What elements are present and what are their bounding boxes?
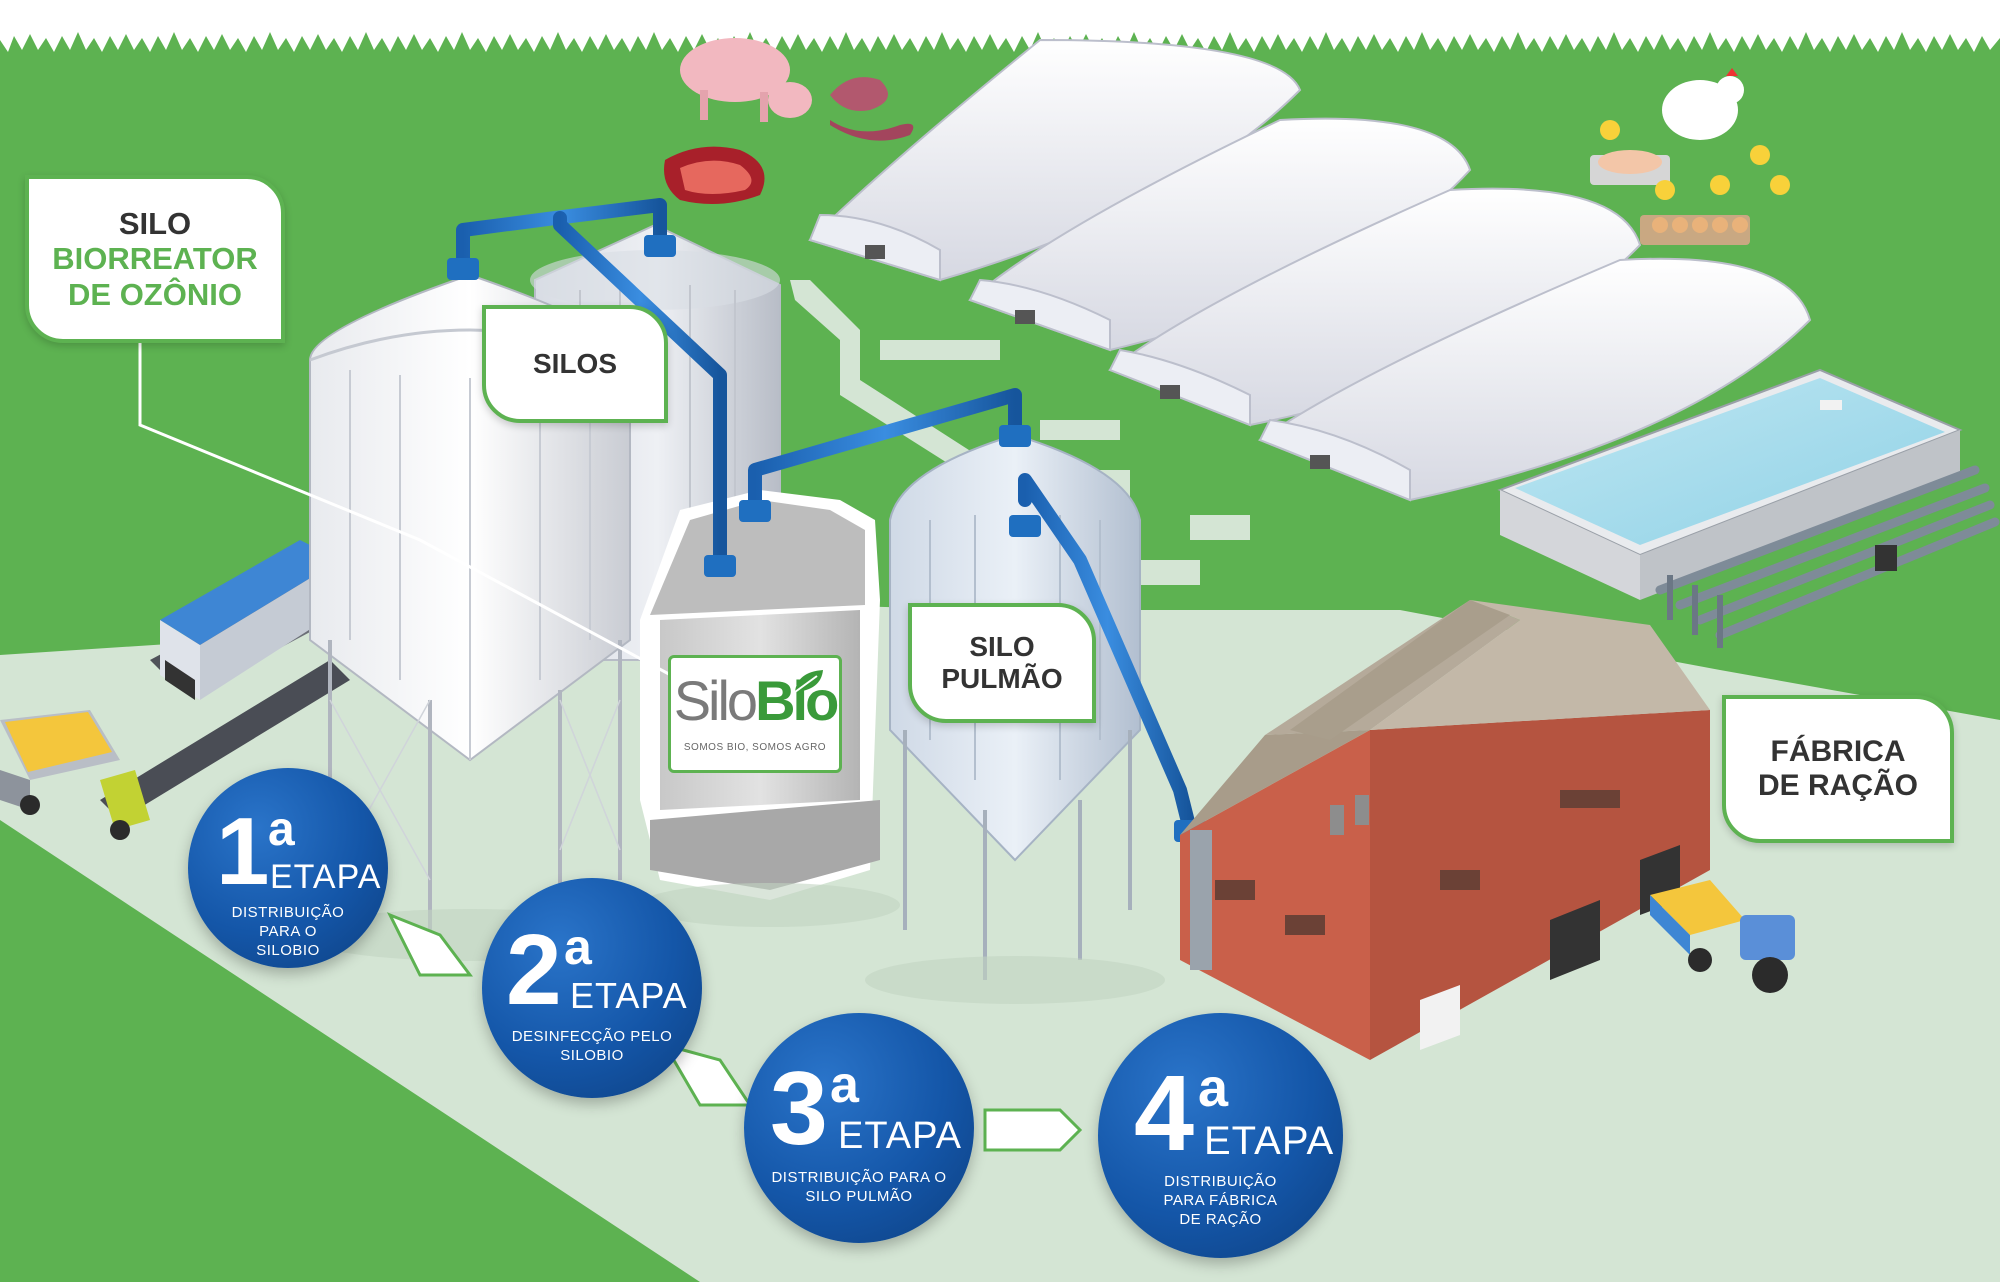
step-1-desc-line3: SILOBIO [256, 941, 320, 959]
logo-silo-text: Silo [673, 669, 758, 732]
step-4-sup: a [1198, 1058, 1229, 1118]
tractor [1650, 880, 1795, 993]
step-3-desc-line1: DISTRIBUIÇÃO PARA O [771, 1169, 947, 1186]
step-2-description: DESINFECÇÃO PELO SILOBIO [482, 1028, 702, 1066]
step-3-description: DISTRIBUIÇÃO PARA O SILO PULMÃO [744, 1169, 974, 1207]
step-1-sup: a [268, 803, 295, 856]
silo-pulmao-line2: PULMÃO [941, 663, 1063, 694]
livestock-animals [664, 38, 1790, 245]
aquaculture-tank [1497, 368, 2000, 648]
step-2-number: 2 [506, 914, 562, 1026]
grain-truck [0, 710, 150, 840]
step-1-desc-line1: DISTRIBUIÇÃO [231, 904, 345, 921]
step-2-desc-line1: DESINFECÇÃO PELO [511, 1028, 673, 1045]
silo-biorreator-line2: BIORREATOR [52, 241, 258, 277]
silo-biorreator-line3: DE OZÔNIO [68, 276, 242, 312]
silos-label: SILOS [482, 305, 668, 423]
step-2-badge: 2 a ETAPA DESINFECÇÃO PELO SILOBIO [482, 878, 702, 1098]
step-4-desc-line1: DISTRIBUIÇÃO [1164, 1173, 1277, 1190]
step-2-word: ETAPA [570, 975, 688, 1016]
step-3-sup: a [830, 1056, 859, 1114]
fabrica-line1: FÁBRICA [1770, 734, 1906, 768]
silo-biorreator-line1: SILO [118, 205, 192, 241]
feed-factory [1180, 600, 1710, 1060]
silo-biorreator-label: SILO BIORREATOR DE OZÔNIO [25, 175, 285, 343]
fabrica-label: FÁBRICA DE RAÇÃO [1722, 695, 1954, 843]
leaf-icon [794, 670, 823, 693]
step-4-badge: 4 a ETAPA DISTRIBUIÇÃO PARA FÁBRICA DE R… [1098, 1013, 1343, 1258]
step-3-badge: 3 a ETAPA DISTRIBUIÇÃO PARA O SILO PULMÃ… [744, 1013, 974, 1243]
step-1-badge: 1 a ETAPA DISTRIBUIÇÃO PARA O SILOBIO [188, 768, 388, 968]
step-1-number: 1 [216, 798, 270, 905]
silobio-logo: SiloBio SOMOS BIO, SOMOS AGRO [668, 655, 842, 773]
step-4-desc-line3: DE RAÇÃO [1179, 1210, 1262, 1228]
step-1-desc-line2: PARA O [259, 922, 317, 940]
step-1-word: ETAPA [270, 858, 382, 896]
fabrica-line2: DE RAÇÃO [1757, 769, 1918, 802]
transfer-pipes [456, 198, 1197, 837]
silobio-tagline: SOMOS BIO, SOMOS AGRO [683, 742, 827, 753]
step-3-desc-line2: SILO PULMÃO [805, 1187, 913, 1205]
silo-pulmao-label: SILO PULMÃO [908, 603, 1096, 723]
step-1-description: DISTRIBUIÇÃO PARA O SILOBIO [188, 904, 388, 960]
step-2-sup: a [564, 919, 592, 975]
step-3-number: 3 [770, 1051, 828, 1167]
step-4-word: ETAPA [1204, 1119, 1335, 1163]
step-4-number: 4 [1134, 1052, 1195, 1173]
greenhouse-tunnels [808, 38, 1812, 502]
step-3-word: ETAPA [838, 1115, 962, 1157]
label-leader-line [138, 330, 681, 682]
logo-bio-text: Bio [755, 669, 839, 732]
step-4-description: DISTRIBUIÇÃO PARA FÁBRICA DE RAÇÃO [1098, 1173, 1343, 1229]
step-arrows [386, 912, 1083, 1152]
step-4-desc-line2: PARA FÁBRICA [1163, 1191, 1278, 1209]
silobio-logo-wordmark: SiloBio [671, 668, 840, 733]
step-2-desc-line2: SILOBIO [560, 1046, 624, 1064]
silos-label-text: SILOS [532, 347, 617, 379]
silo-pulmao-line1: SILO [969, 630, 1035, 662]
